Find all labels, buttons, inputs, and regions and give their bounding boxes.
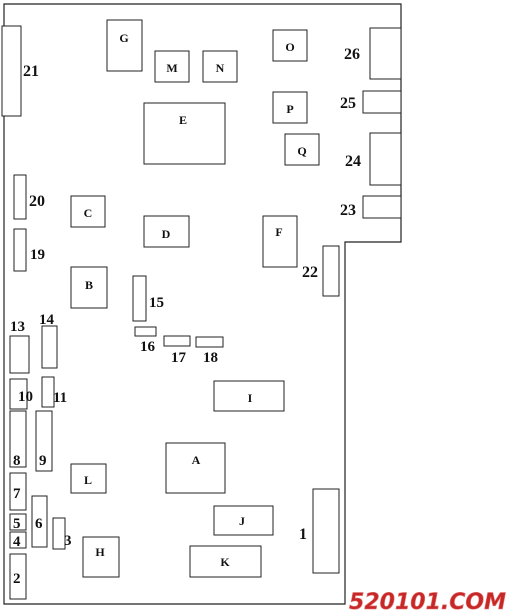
number-20: 20 (29, 193, 45, 210)
component-26 (369, 27, 402, 80)
number-6: 6 (35, 516, 43, 532)
component-f: F (262, 215, 298, 268)
component-j: J (213, 505, 274, 536)
component-q: Q (284, 133, 320, 166)
component-c: C (70, 195, 106, 228)
label-d: D (162, 227, 171, 241)
number-25: 25 (340, 95, 356, 112)
label-a: A (192, 453, 201, 467)
number-3: 3 (64, 533, 72, 549)
component-20 (13, 174, 27, 220)
number-9: 9 (39, 453, 47, 469)
label-k: K (220, 555, 230, 569)
number-10: 10 (18, 389, 33, 405)
component-25 (362, 90, 402, 114)
component-h: H (82, 536, 120, 578)
component-17 (163, 335, 191, 347)
box-outline (3, 3, 402, 605)
component-2 (9, 553, 27, 600)
number-16: 16 (140, 339, 156, 355)
label-e: E (179, 113, 187, 127)
number-15: 15 (149, 295, 164, 311)
number-19: 19 (30, 247, 45, 263)
component-o: O (272, 29, 308, 62)
number-4: 4 (13, 534, 21, 550)
number-17: 17 (171, 350, 187, 366)
number-1: 1 (299, 526, 307, 543)
component-19 (13, 228, 27, 272)
component-3 (52, 517, 66, 550)
component-b: B (70, 266, 108, 309)
number-14: 14 (39, 312, 55, 328)
component-i: I (213, 380, 285, 412)
number-11: 11 (53, 390, 67, 406)
component-e: E (143, 102, 226, 165)
component-k: K (189, 545, 262, 578)
component-n: N (202, 50, 238, 83)
component-a: A (165, 442, 226, 494)
component-4 (9, 531, 27, 549)
number-22: 22 (302, 264, 318, 281)
component-l: L (70, 463, 107, 494)
number-24: 24 (345, 153, 361, 170)
number-2: 2 (13, 571, 21, 587)
label-p: P (286, 102, 293, 116)
component-21 (1, 25, 22, 117)
label-l: L (84, 473, 92, 487)
component-14 (41, 325, 58, 369)
component-11 (41, 376, 55, 408)
component-23 (362, 195, 402, 219)
label-n: N (216, 61, 225, 75)
label-j: J (239, 514, 245, 528)
number-13: 13 (10, 319, 25, 335)
number-18: 18 (203, 350, 218, 366)
label-h: H (95, 545, 105, 559)
watermark-logo: 520101.COM (349, 590, 506, 614)
component-13 (9, 335, 30, 374)
component-8 (9, 410, 27, 468)
number-26: 26 (344, 46, 360, 63)
component-16 (134, 326, 157, 337)
number-8: 8 (13, 453, 21, 469)
label-o: O (285, 40, 294, 54)
label-f: F (275, 225, 282, 239)
component-24 (369, 132, 402, 186)
number-7: 7 (13, 486, 21, 502)
component-7 (9, 472, 27, 511)
label-b: B (85, 278, 93, 292)
label-g: G (119, 31, 128, 45)
component-5 (9, 513, 27, 531)
label-i: I (248, 391, 253, 405)
number-5: 5 (13, 516, 21, 532)
number-23: 23 (340, 202, 356, 219)
component-g: G (106, 19, 143, 72)
component-6 (31, 495, 48, 548)
component-10 (9, 378, 28, 410)
label-m: M (166, 61, 177, 75)
component-m: M (154, 50, 190, 83)
component-22 (322, 245, 340, 297)
component-15 (132, 275, 147, 322)
label-c: C (84, 206, 93, 220)
component-18 (195, 336, 224, 348)
label-q: Q (297, 144, 306, 158)
component-9 (35, 410, 53, 472)
number-21: 21 (23, 63, 39, 80)
component-p: P (272, 91, 308, 124)
component-d: D (143, 215, 190, 248)
component-1 (312, 488, 340, 574)
